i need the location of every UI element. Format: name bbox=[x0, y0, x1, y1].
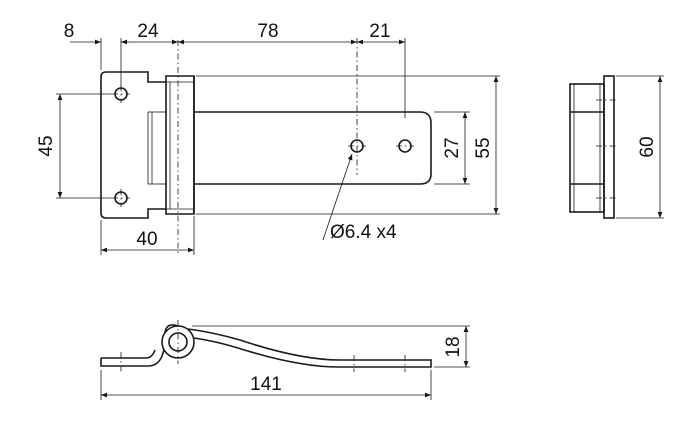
dim-leaf-height: 27 bbox=[442, 137, 463, 158]
dim-side-height: 60 bbox=[637, 136, 658, 157]
dim-hole-span: 78 bbox=[257, 21, 278, 42]
bottom-view bbox=[100, 320, 432, 372]
dimensions-side: 60 bbox=[616, 75, 664, 219]
dim-edge-offset: 8 bbox=[64, 21, 75, 42]
hole-plate-bottom bbox=[112, 189, 130, 207]
dim-hole-pitch-x: 24 bbox=[137, 21, 159, 42]
dim-overall-height: 55 bbox=[473, 137, 494, 158]
hinge-leaf bbox=[194, 111, 432, 185]
dim-hole-pitch-y: 45 bbox=[36, 135, 57, 156]
dimensions-bottom: 18 141 bbox=[100, 325, 470, 400]
dim-hole-spec: Ø6.4 x4 bbox=[330, 222, 397, 243]
hole-plate-top bbox=[112, 85, 130, 103]
side-view bbox=[569, 75, 618, 219]
front-view bbox=[100, 38, 432, 255]
hole-leaf-2 bbox=[396, 139, 414, 153]
hole-callout-leader bbox=[322, 153, 353, 241]
dim-end-hole-offset: 21 bbox=[369, 21, 390, 42]
dim-overall-length: 141 bbox=[250, 374, 282, 395]
bottom-left-plate bbox=[100, 349, 165, 367]
bottom-knuckle-outer bbox=[161, 325, 195, 359]
dim-plate-width: 40 bbox=[136, 229, 157, 250]
side-plate bbox=[603, 75, 615, 219]
leaf-bend-inner bbox=[147, 111, 167, 185]
bottom-leaf bbox=[187, 328, 432, 368]
dim-thickness: 18 bbox=[443, 336, 464, 357]
side-body bbox=[569, 83, 605, 213]
dimensions-front: 8 24 78 21 45 27 55 40 Ø6.4 x4 bbox=[36, 21, 500, 255]
